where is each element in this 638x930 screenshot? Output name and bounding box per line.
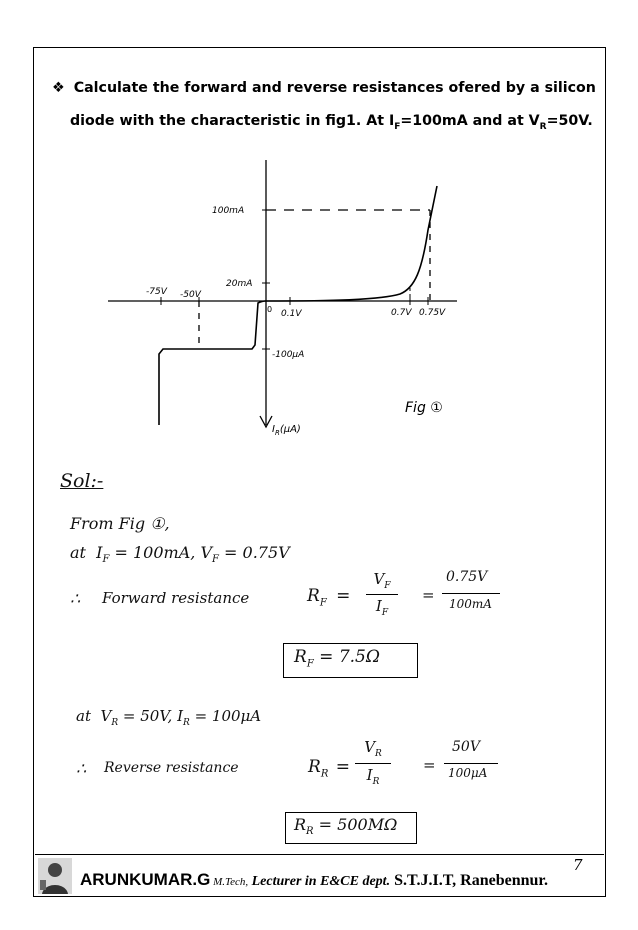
diode-characteristic-figure: 100mA 20mA -75V -50V 0 0.1V 0.7V 0.75V -… [108, 160, 457, 437]
reverse-resistance-label: Reverse resistance [104, 760, 239, 776]
therefore-2: ∴ [76, 759, 87, 778]
figure-caption: Fig ① [405, 400, 443, 416]
rf-den-value: 100mA [449, 597, 492, 611]
rr-num-value: 50V [452, 739, 480, 755]
reverse-curve [158, 300, 267, 425]
y-axis-arrow [259, 415, 273, 429]
label-ir-axis: IR(μA) [272, 424, 301, 437]
rf-result-box [283, 643, 418, 678]
footer-author: ARUNKUMAR.G M.Tech, Lecturer in E&CE dep… [80, 870, 549, 889]
label-20mA: 20mA [226, 279, 252, 289]
from-fig-text: From Fig ①, [70, 514, 170, 533]
label-01V: 0.1V [281, 309, 302, 319]
rr-den-value: 100μA [448, 766, 488, 780]
rr-numerator: VR [364, 738, 382, 759]
question-line-2: diode with the characteristic in fig1. A… [70, 113, 593, 132]
footer-rule [35, 854, 604, 855]
rf-num-value: 0.75V [446, 569, 488, 585]
question-line-1: ❖ Calculate the forward and reverse resi… [52, 80, 596, 96]
label-origin: 0 [267, 305, 272, 314]
label-neg100uA: -100μA [272, 350, 304, 360]
label-neg75V: -75V [146, 287, 168, 297]
rr-result: RR = 500MΩ [294, 815, 398, 838]
rf-symbol: RF = [307, 586, 351, 609]
condition-2: at VR = 50V, IR = 100μA [76, 707, 262, 728]
rf-numerator: VF [373, 570, 391, 591]
rr-fraction-bar [355, 763, 391, 764]
rr-result-box [285, 812, 417, 844]
rr-value-bar [444, 763, 498, 764]
label-075V: 0.75V [419, 308, 446, 318]
page-number: 7 [573, 856, 583, 874]
label-100mA: 100mA [212, 206, 244, 216]
rf-eq2: = [422, 586, 435, 604]
bullet-icon: ❖ [52, 80, 65, 96]
page-frame [33, 47, 606, 897]
rf-fraction-bar [366, 594, 398, 595]
author-photo-icon [38, 858, 72, 894]
rf-denominator: IF [375, 597, 389, 618]
solution-heading: Sol:- [60, 470, 104, 492]
rf-value-bar [442, 593, 500, 594]
condition-1: at IF = 100mA, VF = 0.75V [70, 543, 290, 566]
forward-resistance-label: Forward resistance [102, 589, 250, 607]
label-07V: 0.7V [391, 308, 412, 318]
therefore-1: ∴ [70, 589, 81, 608]
rr-symbol: RR = [308, 757, 350, 780]
forward-curve [265, 185, 438, 302]
label-neg50V: -50V [180, 290, 202, 300]
rf-result: RF = 7.5Ω [294, 647, 380, 670]
rr-eq2: = [423, 756, 436, 774]
rr-denominator: IR [366, 766, 380, 787]
